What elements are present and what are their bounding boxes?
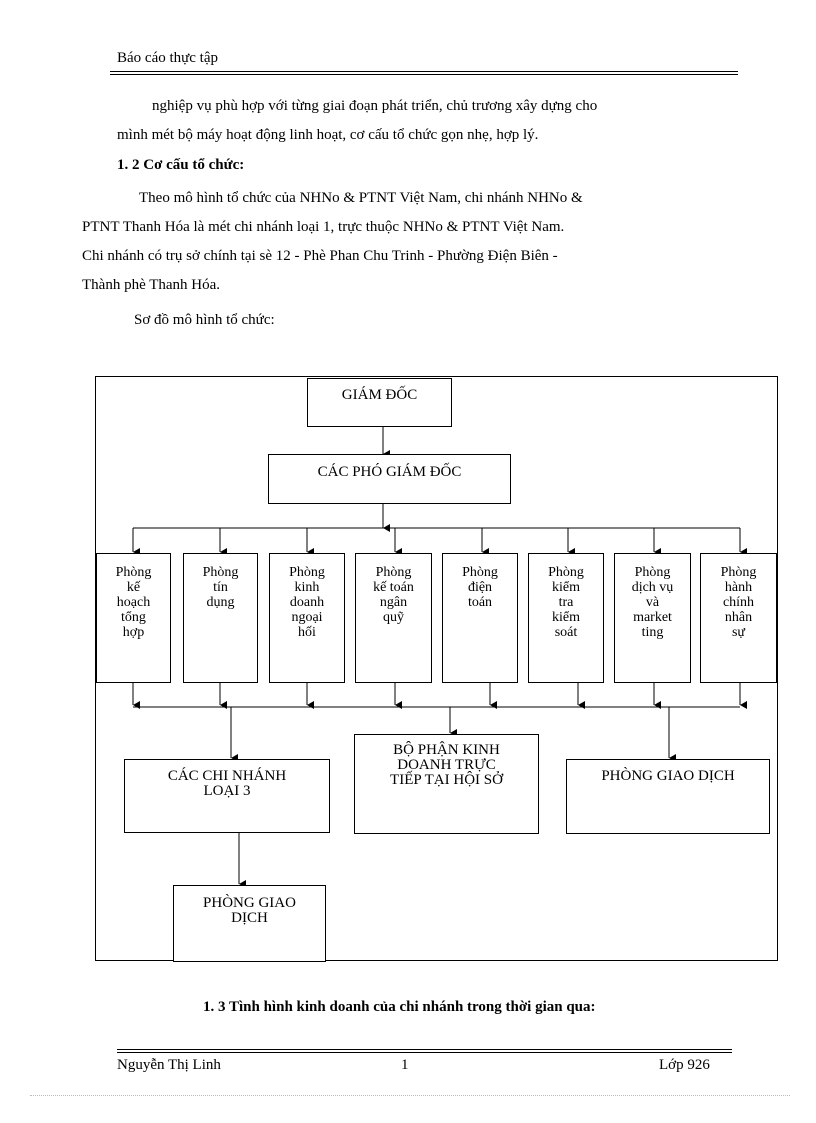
department-line: Phòng	[462, 565, 498, 580]
footer-class: Lớp 926	[659, 1057, 710, 1073]
transaction-office-label: PHÒNG GIAO DỊCH	[601, 768, 735, 784]
department-line: Phòng	[720, 565, 757, 580]
branches-label-line: CÁC CHI NHÁNH	[167, 768, 287, 784]
header-rule-top	[110, 71, 738, 72]
department-line: và	[645, 595, 660, 610]
department-box-credit: Phòng tín dụng	[183, 553, 258, 683]
department-box-hr: Phòng hành chính nhân sự	[700, 553, 777, 683]
business-unit-label-line: DOANH TRỰC	[397, 757, 496, 773]
department-line: Phòng	[115, 565, 152, 580]
business-unit-label-line: BỘ PHẬN KINH	[393, 742, 500, 758]
department-line: hoạch	[116, 595, 151, 610]
paragraph-line: Sơ đồ mô hình tổ chức:	[134, 312, 275, 328]
department-line: market	[633, 610, 672, 625]
department-line: Phòng	[375, 565, 412, 580]
business-unit-label-line: TIẾP TẠI HỘI SỞ	[390, 772, 503, 788]
footer-rule-bottom	[117, 1052, 732, 1053]
department-line: tổng	[121, 610, 146, 625]
sub-transaction-office-box: PHÒNG GIAO DỊCH	[173, 885, 326, 962]
paragraph-line: Theo mô hình tổ chức của NHNo & PTNT Việ…	[139, 190, 583, 206]
department-line: kiểm	[552, 610, 580, 625]
sub-transaction-label-line: PHÒNG GIAO	[203, 895, 296, 911]
director-box: GIÁM ĐỐC	[307, 378, 452, 427]
department-box-it: Phòng điện toán	[442, 553, 518, 683]
header-rule-bottom	[110, 74, 738, 75]
footer-rule-top	[117, 1049, 732, 1050]
department-line: tín	[213, 580, 228, 595]
department-box-planning: Phòng kế hoạch tổng hợp	[96, 553, 171, 683]
department-line: sự	[731, 625, 746, 640]
org-chart-frame	[95, 376, 778, 961]
department-line: toán	[467, 595, 493, 610]
transaction-office-box: PHÒNG GIAO DỊCH	[566, 759, 770, 834]
department-line: hành	[724, 580, 753, 595]
paragraph-line: PTNT Thanh Hóa là mét chi nhánh loại 1, …	[82, 219, 565, 235]
department-line: soát	[554, 625, 578, 640]
department-line: hợp	[122, 625, 145, 640]
paragraph-line: Thành phè Thanh Hóa.	[82, 277, 221, 293]
business-unit-box: BỘ PHẬN KINH DOANH TRỰC TIẾP TẠI HỘI SỞ	[354, 734, 539, 834]
department-line: kinh	[294, 580, 320, 595]
department-line: tra	[558, 595, 574, 610]
sub-transaction-label-line: DỊCH	[231, 910, 268, 926]
section-heading-1-3: 1. 3 Tình hình kinh doanh của chi nhánh …	[203, 999, 596, 1015]
department-box-audit: Phòng kiểm tra kiểm soát	[528, 553, 604, 683]
page-bottom-dotted-line	[30, 1095, 790, 1096]
paragraph-line: Chi nhánh có trụ sở chính tại sè 12 - Ph…	[82, 248, 558, 264]
department-line: ting	[641, 625, 664, 640]
department-line: chính	[722, 595, 755, 610]
paragraph-line: nghiệp vụ phù hợp với từng giai đoạn phá…	[152, 98, 598, 114]
department-line: Phòng	[634, 565, 671, 580]
department-line: kế toán	[373, 580, 414, 595]
branches-box: CÁC CHI NHÁNH LOẠI 3	[124, 759, 330, 833]
deputy-director-box: CÁC PHÓ GIÁM ĐỐC	[268, 454, 511, 504]
department-line: điện	[467, 580, 493, 595]
department-line: dụng	[206, 595, 235, 610]
department-line: nhân	[724, 610, 753, 625]
department-line: kế	[126, 580, 141, 595]
department-line: Phòng	[548, 565, 584, 580]
department-line: quỹ	[383, 610, 404, 625]
department-line: ngân	[379, 595, 408, 610]
paragraph-line: mình mét bộ máy hoạt động linh hoạt, cơ …	[117, 127, 539, 143]
department-line: ngoại	[291, 610, 323, 625]
deputy-director-label: CÁC PHÓ GIÁM ĐỐC	[317, 464, 462, 480]
department-line: Phòng	[289, 565, 325, 580]
department-line: kiểm	[552, 580, 580, 595]
footer-page-number: 1	[401, 1057, 409, 1073]
department-line: Phòng	[202, 565, 239, 580]
department-box-foreign-exchange: Phòng kinh doanh ngoại hối	[269, 553, 345, 683]
footer-author: Nguyễn Thị Linh	[117, 1057, 221, 1073]
header-title: Báo cáo thực tập	[117, 50, 219, 66]
section-heading-1-2: 1. 2 Cơ cấu tổ chức:	[117, 157, 245, 173]
branches-label-line: LOẠI 3	[203, 783, 251, 799]
department-line: doanh	[289, 595, 325, 610]
department-box-accounting: Phòng kế toán ngân quỹ	[355, 553, 432, 683]
department-line: dịch vụ	[631, 580, 674, 595]
director-label: GIÁM ĐỐC	[341, 387, 418, 403]
department-line: hối	[298, 625, 316, 640]
department-box-marketing: Phòng dịch vụ và market ting	[614, 553, 691, 683]
